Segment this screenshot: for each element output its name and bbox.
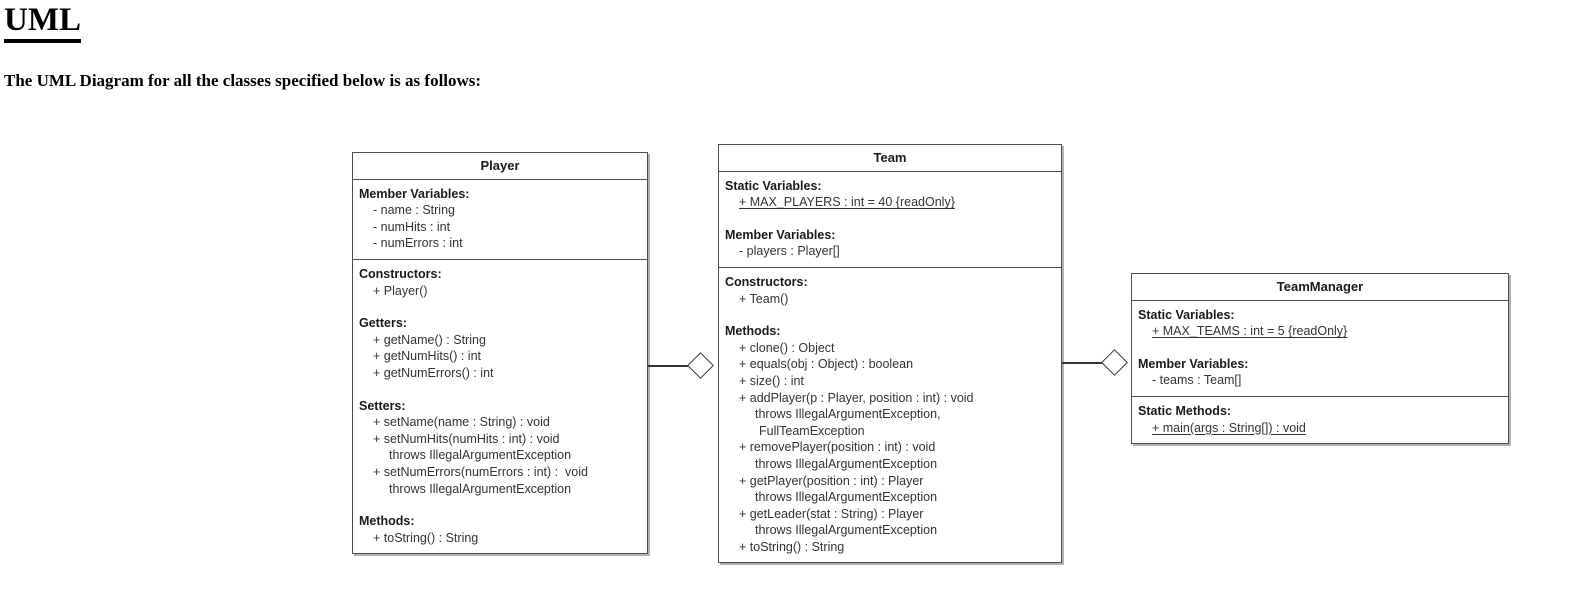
uml-member-static: + main(args : String[]) : void: [1152, 420, 1306, 435]
group-label-getters: Getters:: [359, 316, 407, 331]
aggregation-diamond-teammanager: [1101, 349, 1128, 376]
uml-member: + toString() : String: [373, 530, 479, 545]
uml-member: + addPlayer(p : Player, position : int) …: [739, 390, 974, 405]
uml-member: + Team(): [739, 291, 789, 306]
uml-member: + toString() : String: [739, 539, 845, 554]
uml-member-static-wrap: + MAX_PLAYERS : int = 40 {readOnly}: [725, 194, 1055, 211]
uml-member-continuation: FullTeamException: [759, 423, 865, 438]
uml-member: + getName() : String: [373, 332, 486, 347]
uml-member: + Player(): [373, 283, 428, 298]
uml-member: - numErrors : int: [373, 236, 463, 251]
association-line-team-teammanager: [1062, 362, 1108, 364]
group-label-methods: Methods:: [725, 324, 781, 339]
uml-member: + size() : int: [739, 373, 804, 388]
uml-member: - numHits : int: [373, 219, 451, 234]
uml-member-continuation: throws IllegalArgumentException: [389, 481, 572, 496]
page-title: UML: [4, 2, 81, 44]
uml-class-name-teammanager: TeamManager: [1132, 274, 1508, 301]
uml-compartment-team-attributes: Static Variables: + MAX_PLAYERS : int = …: [719, 172, 1061, 268]
uml-member: + setNumHits(numHits : int) : void: [373, 431, 560, 446]
uml-member: + equals(obj : Object) : boolean: [739, 357, 914, 372]
uml-member-static-wrap: + MAX_TEAMS : int = 5 {readOnly}: [1138, 323, 1502, 340]
uml-compartment-player-attributes: Member Variables: - name : String - numH…: [353, 180, 647, 260]
association-line-player-team: [648, 365, 694, 367]
group-label-member-variables: Member Variables:: [359, 186, 470, 201]
uml-member: + getPlayer(position : int) : Player: [739, 473, 924, 488]
uml-member: + setName(name : String) : void: [373, 415, 550, 430]
uml-member: + removePlayer(position : int) : void: [739, 440, 936, 455]
group-label-constructors: Constructors:: [725, 274, 808, 289]
group-label-methods: Methods:: [359, 514, 415, 529]
uml-member-static: + MAX_TEAMS : int = 5 {readOnly}: [1152, 324, 1348, 339]
uml-member: - teams : Team[]: [1152, 373, 1242, 388]
group-label-static-variables: Static Variables:: [1138, 307, 1235, 322]
uml-member: - name : String: [373, 203, 455, 218]
uml-member: + setNumErrors(numErrors : int) : void: [373, 464, 588, 479]
uml-class-name-player: Player: [353, 153, 647, 180]
uml-member-continuation: throws IllegalArgumentException,: [755, 407, 941, 422]
uml-member: + getNumHits() : int: [373, 349, 482, 364]
uml-class-teammanager[interactable]: TeamManager Static Variables: + MAX_TEAM…: [1131, 273, 1509, 445]
uml-member: + getNumErrors() : int: [373, 365, 494, 380]
uml-member-static-wrap: + main(args : String[]) : void: [1138, 420, 1502, 437]
uml-member: + clone() : Object: [739, 340, 835, 355]
uml-member-continuation: throws IllegalArgumentException: [755, 490, 938, 505]
uml-member-continuation: throws IllegalArgumentException: [755, 523, 938, 538]
uml-compartment-teammanager-operations: Static Methods: + main(args : String[]) …: [1132, 397, 1508, 443]
group-label-static-methods: Static Methods:: [1138, 403, 1232, 418]
group-label-setters: Setters:: [359, 398, 406, 413]
page-subtitle: The UML Diagram for all the classes spec…: [4, 71, 482, 90]
group-label-member-variables: Member Variables:: [725, 227, 836, 242]
uml-member-continuation: throws IllegalArgumentException: [755, 456, 938, 471]
uml-class-team[interactable]: Team Static Variables: + MAX_PLAYERS : i…: [718, 144, 1062, 564]
group-label-member-variables: Member Variables:: [1138, 356, 1249, 371]
uml-class-player[interactable]: Player Member Variables: - name : String…: [352, 152, 648, 555]
aggregation-diamond-team: [687, 352, 714, 379]
uml-member: - players : Player[]: [739, 244, 840, 259]
uml-compartment-teammanager-attributes: Static Variables: + MAX_TEAMS : int = 5 …: [1132, 301, 1508, 397]
group-label-static-variables: Static Variables:: [725, 178, 822, 193]
group-label-constructors: Constructors:: [359, 266, 442, 281]
uml-member-static: + MAX_PLAYERS : int = 40 {readOnly}: [739, 195, 955, 210]
uml-class-name-team: Team: [719, 145, 1061, 172]
uml-compartment-team-operations: Constructors: + Team() Methods: + clone(…: [719, 268, 1061, 563]
uml-member-continuation: throws IllegalArgumentException: [389, 448, 572, 463]
uml-member: + getLeader(stat : String) : Player: [739, 506, 924, 521]
uml-compartment-player-operations: Constructors: + Player() Getters: + getN…: [353, 260, 647, 553]
